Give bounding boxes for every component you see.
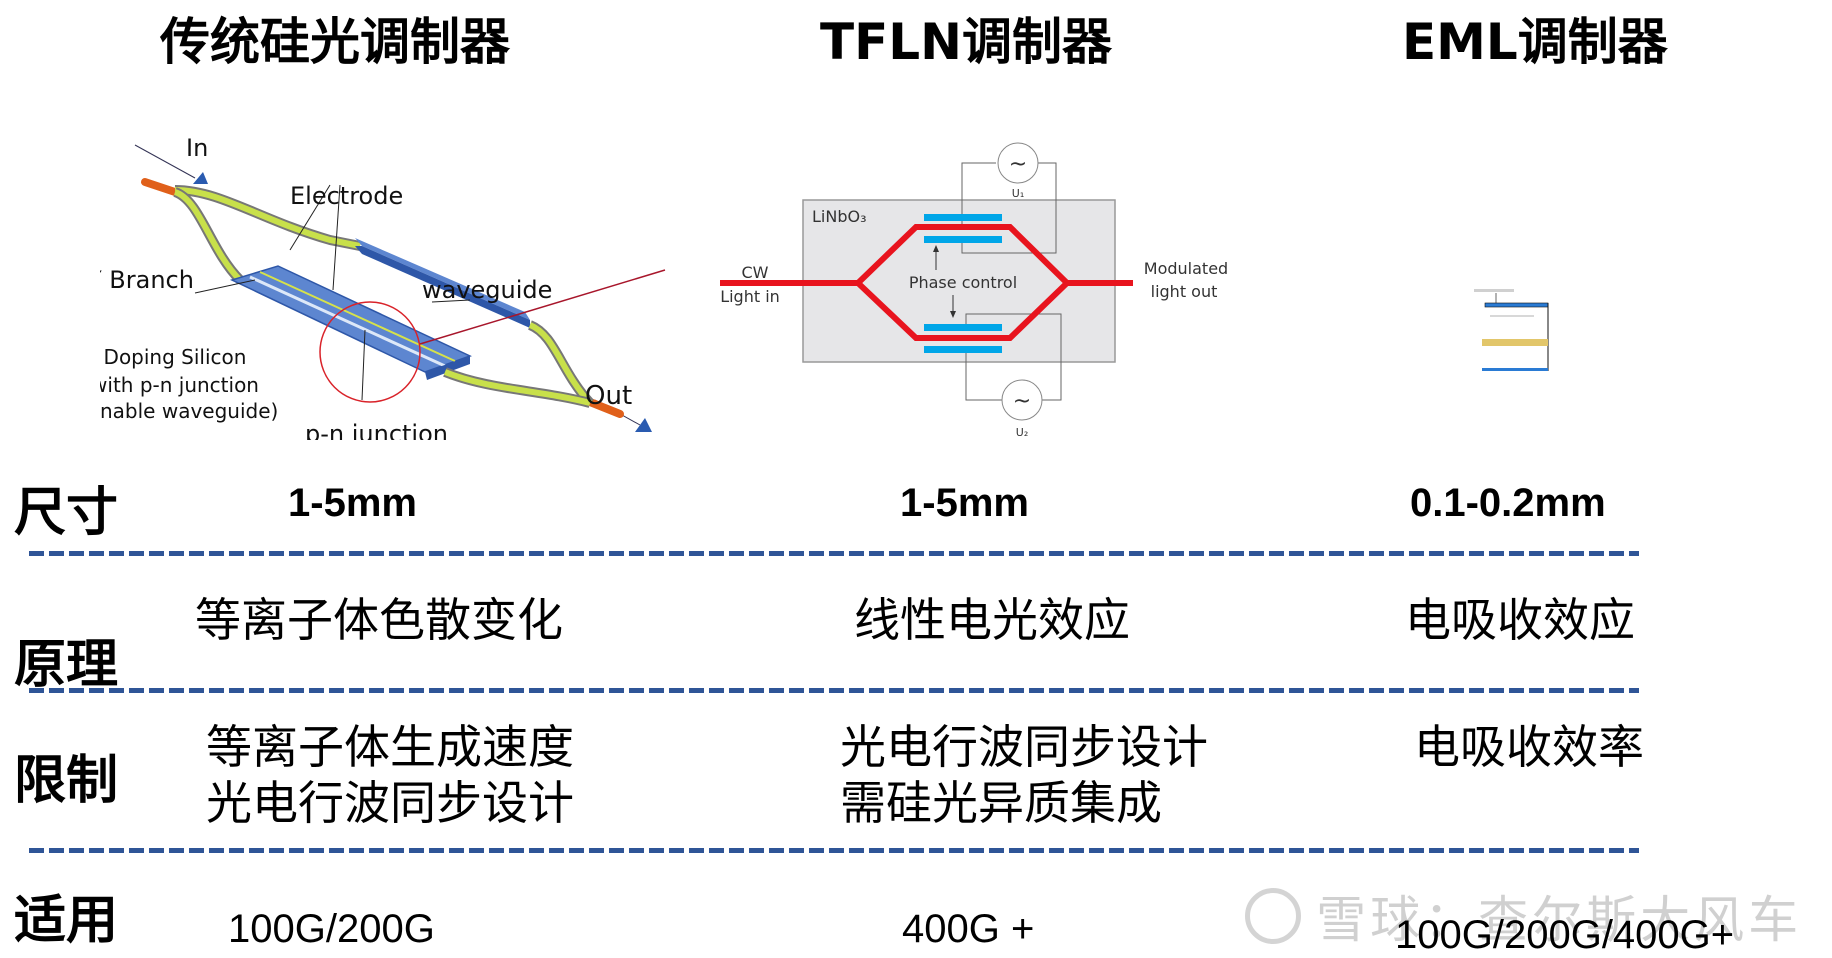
eml-bottom-electrode bbox=[1482, 368, 1548, 371]
upper-electrode bbox=[355, 246, 530, 328]
column-title-silicon: 传统硅光调制器 bbox=[160, 13, 510, 71]
limitation-silicon-line-1: 等离子体生成速度 bbox=[206, 720, 574, 774]
xueqiu-logo-icon bbox=[1245, 888, 1301, 944]
doping-leader bbox=[194, 279, 256, 294]
output-label-line-2: light out bbox=[1151, 282, 1218, 301]
eml-modulator-figure bbox=[1474, 289, 1549, 371]
highlight-pointer-line bbox=[419, 269, 666, 345]
application-value-tfln: 400G + bbox=[902, 907, 1035, 951]
principle-value-tfln: 线性电光效应 bbox=[854, 593, 1130, 647]
row-divider-3 bbox=[29, 848, 1639, 853]
upper-electrode-top bbox=[924, 214, 1002, 221]
principle-value-silicon: 等离子体色散变化 bbox=[195, 593, 563, 647]
u2-wire-left bbox=[965, 349, 1002, 401]
u1-label: U₁ bbox=[1012, 187, 1024, 200]
row-label-size: 尺寸 bbox=[14, 483, 119, 543]
size-value-tfln: 1-5mm bbox=[900, 481, 1029, 525]
output-label-line-1: Modulated bbox=[1144, 259, 1228, 278]
u1-source-icon bbox=[997, 142, 1039, 184]
eml-top-electrode bbox=[1484, 302, 1549, 308]
row-label-limitation: 限制 bbox=[14, 751, 119, 811]
in-pointer-line bbox=[134, 144, 196, 179]
doping-label-line-2: with p-n junction bbox=[100, 373, 259, 397]
upper-arm-right-core bbox=[528, 322, 593, 406]
eml-top-label-bar bbox=[1474, 289, 1514, 292]
watermark-text: 雪球：查尔斯大风车 bbox=[1316, 891, 1803, 949]
phase-control-label: Phase control bbox=[909, 273, 1017, 292]
waveguide-label: waveguide bbox=[422, 276, 552, 304]
lower-arm-right-core bbox=[443, 369, 591, 406]
pn-junction-label: p-n junction bbox=[305, 420, 448, 440]
limitation-tfln-line-1: 光电行波同步设计 bbox=[840, 720, 1208, 774]
lower-waveguide-arm bbox=[855, 280, 1070, 341]
out-arrow-icon bbox=[635, 418, 652, 432]
limitation-eml-line-1: 电吸收效率 bbox=[1414, 720, 1644, 774]
pn-leader bbox=[361, 329, 366, 401]
highlight-circle bbox=[319, 301, 421, 403]
input-label-line-2: Light in bbox=[720, 287, 780, 306]
silicon-modulator-diagram: In Electrode Y Branch waveguide Doping S… bbox=[72, 120, 700, 448]
output-stub bbox=[586, 398, 624, 418]
u2-ac-symbol: ~ bbox=[1013, 389, 1031, 414]
y-branch-label: Y Branch bbox=[100, 266, 194, 294]
tfln-modulator-diagram: LiNbO₃ Phase control ~ U₁ ~ U₂ CW Light … bbox=[674, 140, 1260, 450]
substrate-label: LiNbO₃ bbox=[812, 207, 867, 226]
silicon-modulator-figure: In Electrode Y Branch waveguide Doping S… bbox=[72, 134, 666, 448]
row-label-application: 适用 bbox=[14, 891, 119, 951]
lower-electrode-bottom bbox=[924, 346, 1002, 353]
eml-layer-label-bar bbox=[1490, 315, 1534, 317]
input-stub bbox=[141, 178, 179, 196]
electrode-leader-1 bbox=[289, 184, 331, 251]
in-label: In bbox=[186, 134, 208, 162]
waveguide-leader bbox=[431, 299, 471, 303]
principle-value-eml: 电吸收效应 bbox=[1405, 593, 1635, 647]
watermark: 雪球：查尔斯大风车 bbox=[1245, 880, 1802, 952]
row-label-principle: 原理 bbox=[14, 635, 119, 695]
lower-arm-left-core bbox=[173, 189, 243, 283]
in-arrow-icon bbox=[193, 172, 208, 184]
size-value-eml: 0.1-0.2mm bbox=[1410, 481, 1606, 525]
limitation-tfln-line-2: 需硅光异质集成 bbox=[840, 776, 1162, 830]
u1-wire-right bbox=[961, 162, 1057, 254]
u2-wire-right bbox=[965, 313, 1062, 401]
row-divider-1 bbox=[29, 551, 1639, 556]
u2-label: U₂ bbox=[1016, 426, 1028, 439]
slab-highlight bbox=[249, 275, 446, 368]
electrode-label: Electrode bbox=[290, 182, 403, 210]
size-value-silicon: 1-5mm bbox=[288, 481, 417, 525]
row-divider-2 bbox=[29, 688, 1639, 693]
eml-absorption-layer bbox=[1482, 339, 1548, 346]
upper-electrode-top bbox=[355, 238, 530, 320]
slab-core bbox=[259, 271, 456, 362]
u2-source-icon bbox=[1001, 379, 1043, 421]
out-label: Out bbox=[585, 381, 632, 411]
column-title-eml: EML调制器 bbox=[1402, 13, 1668, 71]
application-value-silicon: 100G/200G bbox=[228, 907, 435, 951]
limitation-silicon-line-2: 光电行波同步设计 bbox=[206, 776, 574, 830]
upper-electrode-bottom bbox=[924, 236, 1002, 243]
upper-waveguide-arm bbox=[674, 224, 1133, 286]
column-title-tfln: TFLN调制器 bbox=[820, 13, 1112, 71]
input-label-line-1: CW bbox=[742, 263, 769, 282]
u1-ac-symbol: ~ bbox=[1009, 152, 1027, 177]
upper-arm-core bbox=[174, 187, 361, 249]
lower-electrode-top bbox=[924, 324, 1002, 331]
eml-modulator-diagram bbox=[1460, 285, 1570, 380]
tfln-modulator-figure: LiNbO₃ Phase control ~ U₁ ~ U₂ CW Light … bbox=[674, 142, 1228, 439]
electrode-leader-2 bbox=[332, 184, 341, 291]
arrow-up-icon bbox=[933, 245, 939, 252]
arrow-down-icon bbox=[950, 311, 956, 318]
application-value-eml: 100G/200G/400G+ bbox=[1395, 913, 1735, 957]
u1-wire-left bbox=[961, 162, 996, 227]
doping-label-line-3: (tunable waveguide) bbox=[100, 399, 278, 423]
doping-label-line-1: Doping Silicon bbox=[104, 345, 247, 369]
